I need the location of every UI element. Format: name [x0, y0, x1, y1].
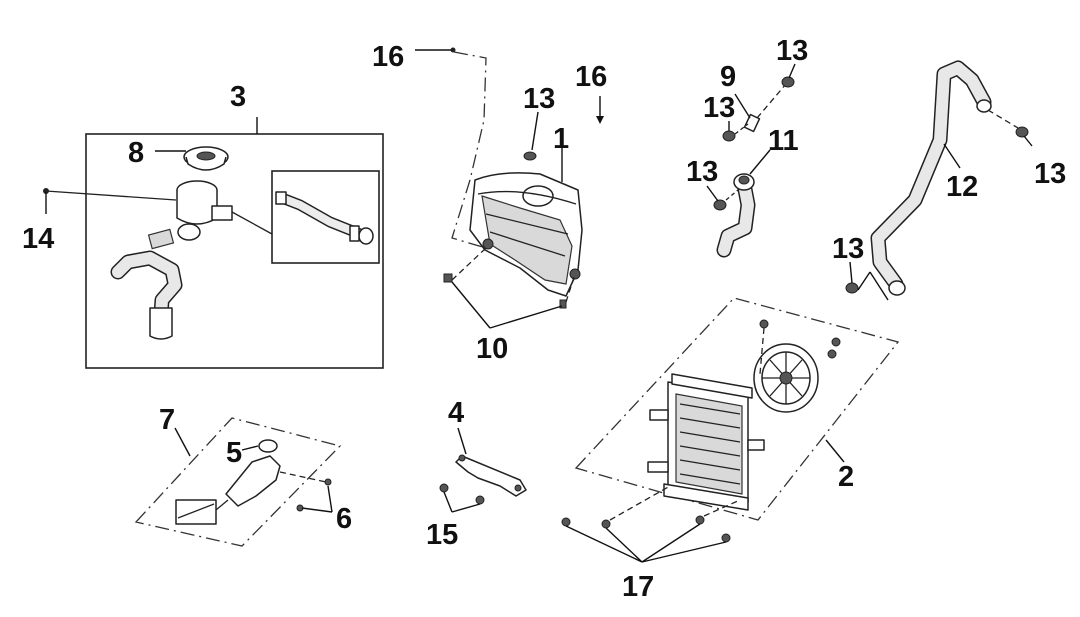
long-coolant-hose — [845, 60, 1033, 301]
label-13-lower: 13 — [686, 156, 718, 188]
label-13-top: 13 — [776, 35, 808, 67]
label-1: 1 — [553, 123, 569, 155]
label-13-hose: 13 — [832, 233, 864, 265]
label-12: 12 — [946, 171, 978, 203]
reservoir-assembly-outline — [134, 417, 342, 547]
label-7: 7 — [159, 404, 175, 436]
label-8: 8 — [128, 137, 144, 169]
radiator-assembly — [561, 297, 900, 563]
label-9: 9 — [720, 61, 736, 93]
callout-labels: 1 2 3 4 5 6 7 8 9 10 11 12 13 13 13 13 1… — [22, 35, 1066, 603]
label-2: 2 — [838, 461, 854, 493]
assembly-3-frame — [85, 133, 384, 369]
label-4: 4 — [448, 397, 464, 429]
radiator-assembly-outline — [574, 297, 900, 521]
radiator-shroud-assembly — [415, 47, 604, 329]
label-10: 10 — [476, 333, 508, 365]
label-6: 6 — [336, 503, 352, 535]
label-3: 3 — [230, 81, 246, 113]
label-16-right: 16 — [575, 61, 607, 93]
label-5: 5 — [226, 437, 242, 469]
label-11: 11 — [768, 125, 799, 157]
label-13-shroud: 13 — [523, 83, 555, 115]
radiator-bracket — [439, 427, 527, 513]
label-13-upper: 13 — [703, 92, 735, 124]
coolant-reservoir-assembly — [134, 417, 342, 547]
label-13-right: 13 — [1034, 158, 1066, 190]
thermostat-hose-assembly — [43, 117, 384, 369]
label-16-left: 16 — [372, 41, 404, 73]
label-17: 17 — [622, 571, 654, 603]
label-14: 14 — [22, 223, 54, 255]
hose-detail-inset — [271, 170, 380, 264]
label-15: 15 — [426, 519, 458, 551]
small-coolant-hose-assembly — [706, 63, 796, 258]
